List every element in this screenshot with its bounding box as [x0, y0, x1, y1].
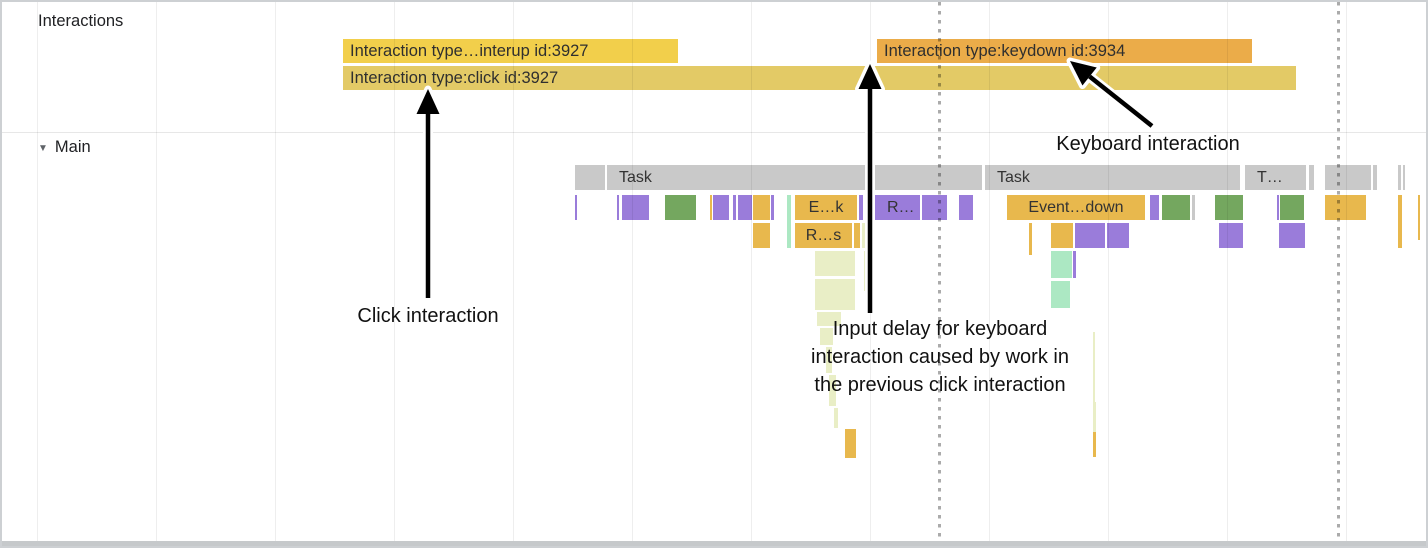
click-annotation-label: Click interaction	[357, 305, 499, 327]
flame-segment[interactable]	[1219, 223, 1243, 248]
flame-segment[interactable]	[1398, 165, 1401, 190]
flame-segment[interactable]	[854, 223, 860, 248]
flame-segment[interactable]	[829, 375, 836, 406]
flame-segment[interactable]	[1051, 223, 1073, 248]
flame-segment[interactable]	[859, 195, 863, 220]
flame-segment[interactable]	[622, 195, 649, 220]
main-track-header[interactable]: ▼ Main	[38, 138, 91, 157]
grid-line	[513, 2, 514, 546]
flame-segment[interactable]	[959, 195, 973, 220]
scrollbar-track[interactable]	[2, 541, 1426, 546]
flame-segment[interactable]: R…	[875, 195, 920, 220]
flame-segment[interactable]	[1075, 223, 1105, 248]
flame-segment[interactable]	[826, 347, 832, 373]
flame-segment[interactable]	[710, 195, 712, 220]
flame-segment[interactable]	[922, 195, 947, 220]
flame-segment[interactable]	[845, 429, 856, 458]
grid-line	[751, 2, 752, 546]
interaction-bar[interactable]: Interaction type…interup id:3927	[343, 39, 678, 63]
flame-segment[interactable]	[817, 312, 841, 326]
interaction-bar[interactable]: Interaction type:keydown id:3934	[877, 39, 1252, 63]
flame-segment[interactable]	[753, 195, 770, 220]
flame-segment[interactable]	[815, 251, 855, 276]
grid-line	[1108, 2, 1109, 546]
flame-segment[interactable]	[1162, 195, 1190, 220]
dotted-marker-line	[1337, 2, 1340, 546]
main-track-label: Main	[54, 138, 91, 156]
flame-segment[interactable]	[820, 328, 833, 345]
flame-segment[interactable]	[1403, 165, 1405, 190]
interaction-bar[interactable]: Interaction type:click id:3927	[343, 66, 1296, 90]
flame-segment[interactable]	[787, 195, 791, 248]
flame-segment[interactable]	[1073, 251, 1076, 278]
grid-line	[275, 2, 276, 546]
grid-line	[37, 2, 38, 546]
grid-line	[394, 2, 395, 546]
track-separator	[2, 132, 1426, 133]
keyboard-annotation-label: Keyboard interaction	[1056, 133, 1240, 155]
grid-line	[632, 2, 633, 546]
flame-segment[interactable]	[1309, 165, 1314, 190]
flame-segment[interactable]	[617, 195, 619, 220]
interactions-track-label: Interactions	[38, 12, 124, 30]
flame-segment[interactable]	[815, 279, 855, 310]
flame-segment[interactable]	[771, 195, 774, 220]
collapse-triangle-icon[interactable]: ▼	[38, 143, 48, 154]
grid-line	[156, 2, 157, 546]
flame-segment[interactable]	[864, 251, 866, 291]
grid-line	[870, 2, 871, 546]
flame-segment[interactable]: E…k	[795, 195, 857, 220]
flame-segment[interactable]: Task	[607, 165, 982, 190]
flame-segment[interactable]	[1107, 223, 1129, 248]
flame-segment[interactable]	[713, 195, 729, 220]
flame-segment[interactable]: R…s	[795, 223, 852, 248]
flame-segment[interactable]: T…	[1245, 165, 1306, 190]
flame-segment[interactable]	[753, 223, 770, 248]
grid-line	[1346, 2, 1347, 546]
input-delay-annotation-label: Input delay for keyboard interaction cau…	[811, 318, 1069, 396]
flame-segment[interactable]	[1277, 195, 1279, 220]
flame-segment[interactable]	[733, 195, 736, 220]
flame-segment[interactable]	[575, 195, 577, 220]
flame-segment[interactable]	[1325, 165, 1371, 190]
flame-segment[interactable]	[834, 408, 838, 428]
grid-line	[1227, 2, 1228, 546]
flame-segment[interactable]	[1051, 281, 1070, 308]
flame-segment[interactable]	[1150, 195, 1159, 220]
flame-segment[interactable]	[1280, 195, 1304, 220]
flame-segment[interactable]	[1215, 195, 1243, 220]
flame-segment[interactable]	[738, 195, 752, 220]
flame-segment[interactable]	[1279, 223, 1305, 248]
flame-segment[interactable]	[1093, 432, 1096, 457]
flame-segment[interactable]: Event…down	[1007, 195, 1145, 220]
dotted-marker-line	[938, 2, 941, 546]
grid-line	[989, 2, 990, 546]
flame-segment[interactable]	[1029, 223, 1032, 255]
flame-segment[interactable]	[665, 195, 696, 220]
flame-segment[interactable]	[575, 165, 605, 190]
flame-segment[interactable]	[1373, 165, 1377, 190]
flame-segment[interactable]	[1051, 251, 1072, 278]
flame-segment[interactable]	[1325, 195, 1366, 220]
flame-segment[interactable]	[1398, 195, 1402, 248]
flame-segment[interactable]: Task	[985, 165, 1240, 190]
flame-segment[interactable]	[862, 223, 866, 248]
flame-segment[interactable]	[1192, 195, 1195, 220]
flame-segment[interactable]	[1418, 195, 1420, 240]
flame-segment[interactable]	[1093, 402, 1096, 432]
flame-segment[interactable]	[1093, 332, 1095, 402]
